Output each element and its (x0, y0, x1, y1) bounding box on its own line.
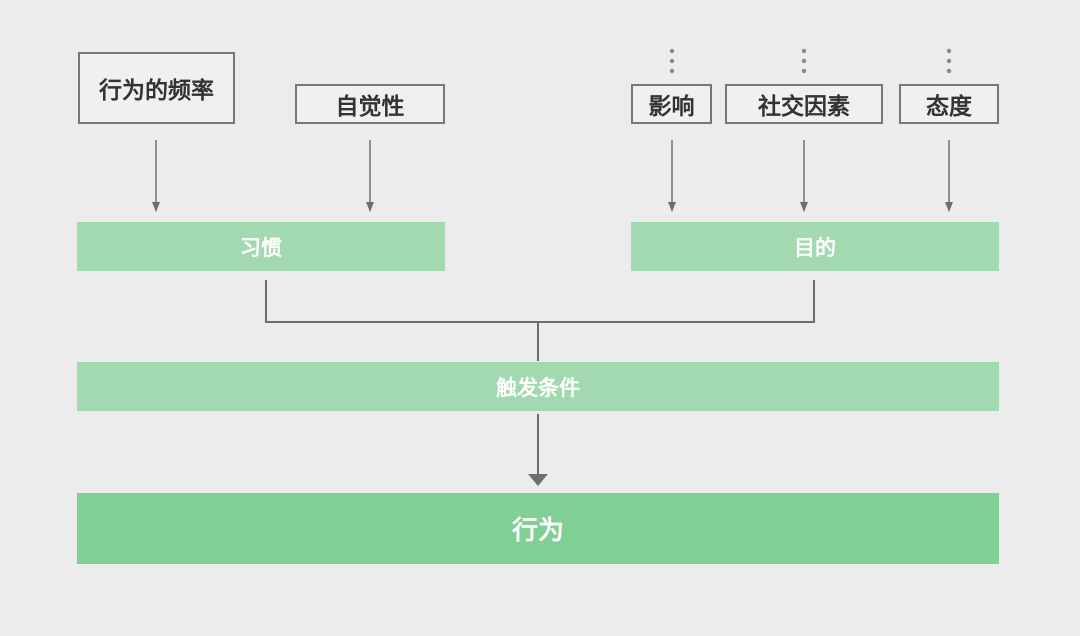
habit-bar: 习惯 (77, 222, 445, 271)
arrowhead-trigger-to-behavior (528, 474, 548, 486)
attitude-label: 态度 (926, 94, 972, 120)
social-factors-box: 社交因素 (725, 84, 883, 124)
trigger-label: 触发条件 (496, 375, 580, 400)
goal-bar: 目的 (631, 222, 999, 271)
awareness-label: 自觉性 (335, 94, 405, 120)
frequency-label: 行为的频率 (99, 78, 214, 104)
habit-label: 习惯 (240, 235, 282, 260)
trigger-bar: 触发条件 (77, 362, 999, 411)
social-factors-label: 社交因素 (758, 94, 850, 120)
continuation-dots-social (801, 48, 807, 74)
frequency-box: 行为的频率 (78, 52, 235, 124)
merge-bracket (265, 280, 815, 323)
influence-box: 影响 (631, 84, 712, 124)
influence-label: 影响 (648, 94, 695, 120)
behavior-bar: 行为 (77, 493, 999, 564)
goal-label: 目的 (794, 235, 836, 260)
behavior-label: 行为 (511, 516, 564, 546)
awareness-box: 自觉性 (295, 84, 445, 124)
continuation-dots-influence (669, 48, 675, 74)
continuation-dots-attitude (946, 48, 952, 74)
attitude-box: 态度 (899, 84, 999, 124)
